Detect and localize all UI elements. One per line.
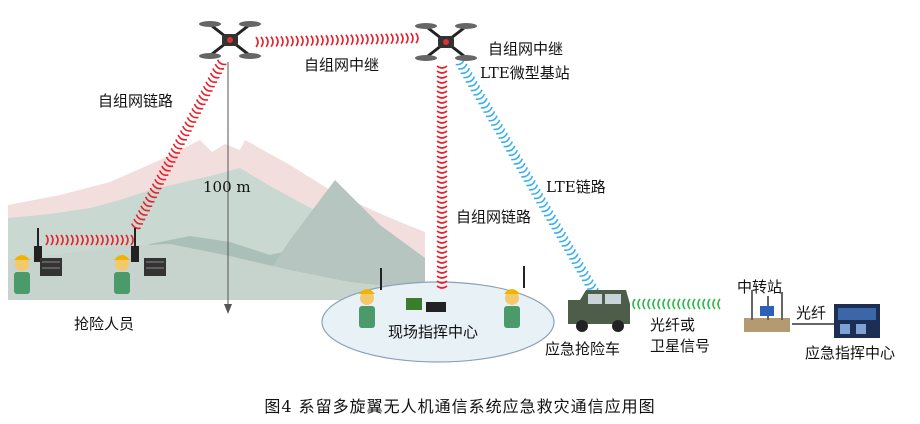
lte-link <box>455 59 602 299</box>
uav-left-icon <box>199 21 261 59</box>
lte-link-label: LTE链路 <box>546 178 606 196</box>
satellite-link <box>632 298 721 310</box>
fiber-or-satellite-label-1: 光纤或 <box>650 316 696 334</box>
adhoc-link-left-label: 自组网链路 <box>98 92 174 110</box>
field-command-label: 现场指挥中心 <box>388 323 479 341</box>
command-center-icon <box>834 304 880 338</box>
uav-relay-left-label: 自组网中继 <box>304 56 380 74</box>
terminal-box-icon <box>406 298 422 310</box>
radio-device-1-icon <box>34 228 62 276</box>
commander-1-icon <box>359 289 375 328</box>
emergency-command-label: 应急指挥中心 <box>805 344 896 362</box>
laptop-icon <box>426 302 446 312</box>
adhoc-link-center-label: 自组网链路 <box>456 208 532 226</box>
mountain-scene <box>8 128 425 300</box>
adhoc-link-uav-uav <box>255 32 419 48</box>
figure-caption: 图4 系留多旋翼无人机通信系统应急救灾通信应用图 <box>264 397 656 416</box>
transit-station-icon <box>744 290 790 332</box>
adhoc-link-rescuers <box>45 234 134 246</box>
height-arrow <box>224 304 232 314</box>
fiber-or-satellite-label-2: 卫星信号 <box>650 337 711 355</box>
rescue-vehicle-label: 应急抢险车 <box>545 340 621 358</box>
adhoc-link-uav-field <box>436 65 448 289</box>
rescuer-2-icon <box>114 255 130 294</box>
height-label: 100 m <box>203 178 251 196</box>
radio-device-2-icon <box>131 228 166 276</box>
adhoc-link-uav-rescuers <box>130 59 227 230</box>
uav-relay-right-label: 自组网中继 <box>488 40 564 58</box>
rescuer-1-icon <box>14 255 30 294</box>
rescue-vehicle-icon <box>568 290 630 332</box>
uav-right-icon <box>415 23 477 61</box>
transit-station-label: 中转站 <box>737 278 783 296</box>
fiber-label: 光纤 <box>796 304 827 322</box>
rescue-personnel-label: 抢险人员 <box>74 315 135 333</box>
lte-base-label: LTE微型基站 <box>480 64 570 82</box>
commander-2-icon <box>504 289 520 328</box>
